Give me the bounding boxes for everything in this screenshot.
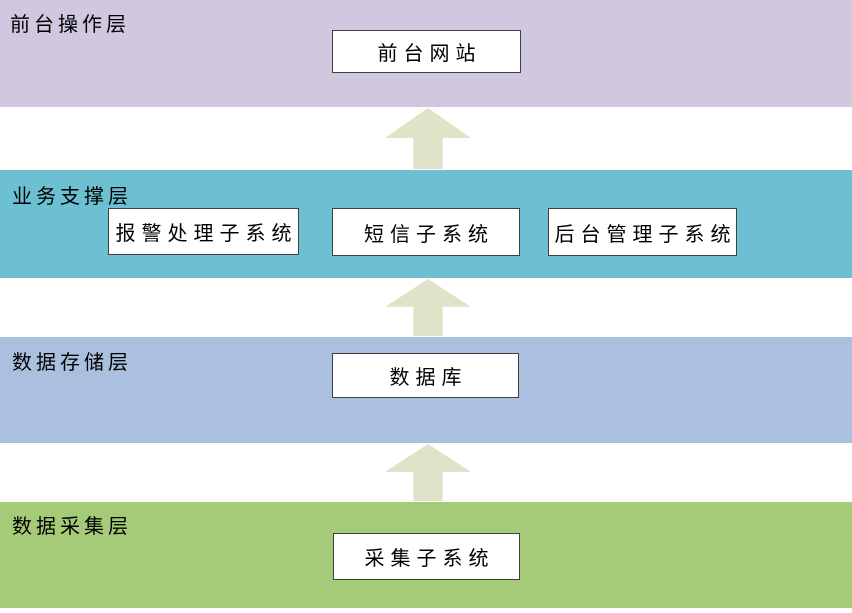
node-label: 前台网站: [377, 43, 482, 65]
layer-label-storage: 数据存储层: [12, 352, 132, 374]
layer-label-collection: 数据采集层: [12, 516, 132, 538]
node-label: 后台管理子系统: [554, 223, 737, 246]
node-label: 数据库: [389, 367, 468, 389]
node-label: 采集子系统: [364, 548, 495, 570]
layer-label-business: 业务支撑层: [12, 186, 132, 208]
node-collection-subsystem: 采集子系统: [333, 533, 520, 580]
up-arrow-icon: [385, 108, 471, 169]
layer-label-frontend: 前台操作层: [10, 14, 130, 36]
node-admin-subsystem: 后台管理子系统: [548, 208, 737, 256]
up-arrow-icon: [385, 444, 471, 501]
up-arrow-icon: [385, 279, 471, 336]
node-alarm-subsystem: 报警处理子系统: [108, 208, 299, 255]
node-sms-subsystem: 短信子系统: [332, 208, 520, 256]
node-frontend-website: 前台网站: [332, 30, 521, 73]
node-database: 数据库: [332, 353, 519, 398]
node-label: 短信子系统: [364, 223, 494, 246]
node-label: 报警处理子系统: [115, 223, 298, 245]
